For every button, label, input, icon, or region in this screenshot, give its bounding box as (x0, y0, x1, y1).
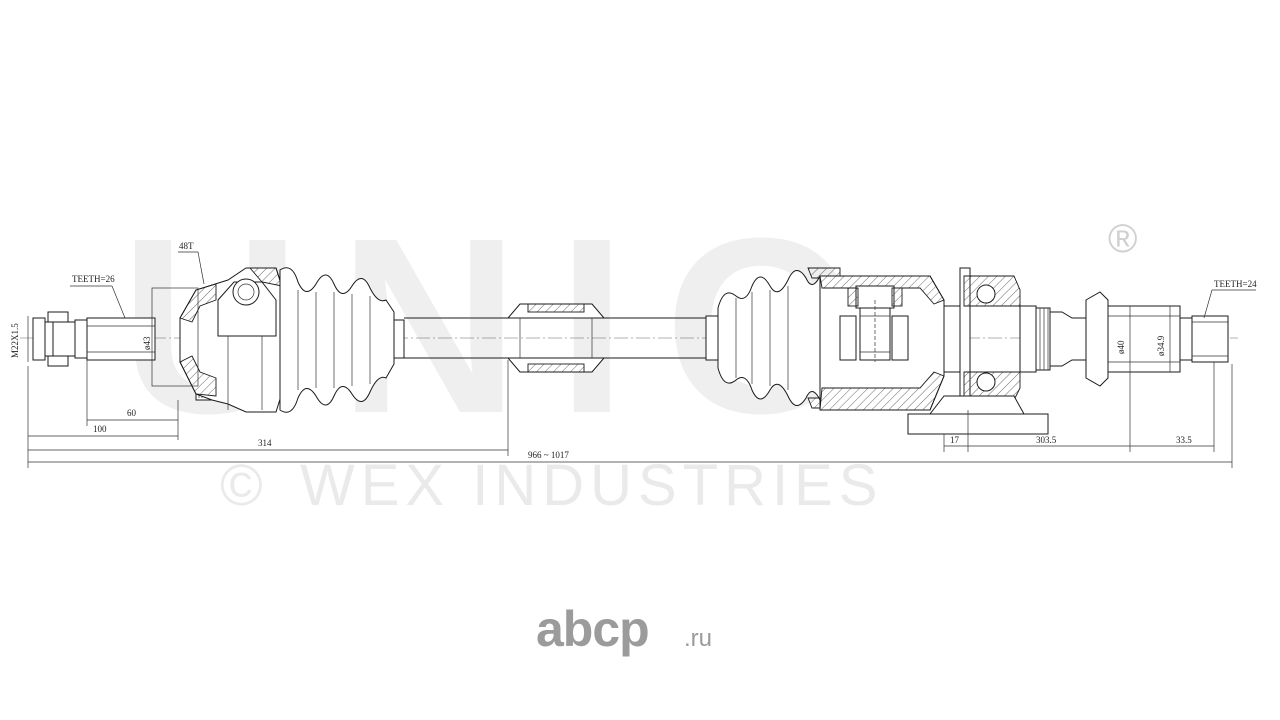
site-logo-tld: .ru (684, 625, 712, 652)
inner-tripod-joint (819, 275, 945, 411)
teeth-right-label: TEETH=24 (1214, 279, 1257, 289)
registered-mark: ® (1108, 217, 1137, 261)
abs-ring-label: 48T (179, 241, 194, 251)
dimension-labels: 60 100 314 966 ~ 1017 17 303.5 33.5 (93, 408, 1192, 460)
dia-left-label: ø43 (142, 336, 152, 350)
right-stub-axle (1035, 291, 1229, 387)
left-stub-axle (32, 311, 156, 367)
dimension-lines (27, 251, 1256, 468)
thread-label: M22X1.5 (10, 323, 20, 358)
copyright-icon: © (220, 453, 269, 518)
dim-314: 314 (258, 438, 272, 448)
dia-right-1-label: ø40 (1116, 340, 1126, 354)
teeth-left-label: TEETH=26 (72, 274, 115, 284)
dim-17: 17 (950, 435, 960, 445)
dim-100: 100 (93, 424, 107, 434)
support-bearing (907, 267, 1049, 435)
callouts: TEETH=26 48T TEETH=24 M22X1.5 ø43 ø40 ø3… (10, 241, 1257, 358)
outer-boot (279, 267, 405, 413)
dim-overall: 966 ~ 1017 (528, 450, 569, 460)
watermark-company: WEX INDUSTRIES (300, 453, 884, 518)
dim-33: 33.5 (1176, 435, 1192, 445)
main-shaft (404, 303, 706, 373)
dia-right-2-label: ø34.9 (1156, 335, 1166, 356)
dim-60: 60 (127, 408, 137, 418)
site-logo-name: abcp (536, 601, 649, 657)
site-logo: abcp .ru (536, 601, 712, 657)
outer-cv-joint (151, 267, 287, 413)
dim-303: 303.5 (1036, 435, 1057, 445)
